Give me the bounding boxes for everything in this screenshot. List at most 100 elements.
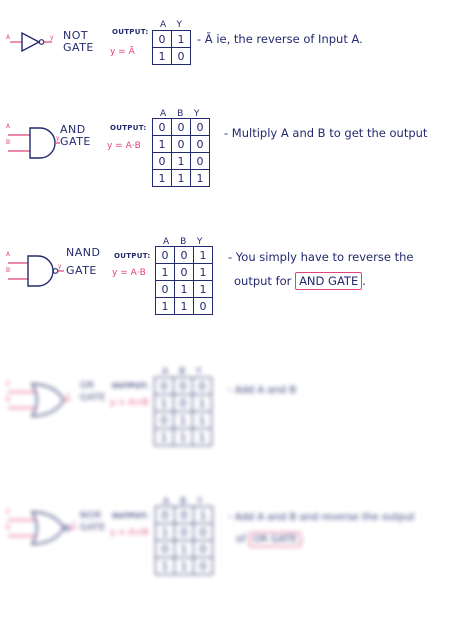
nor-gate-symbol bbox=[8, 511, 76, 545]
description: - Multiply A and B to get the output bbox=[224, 126, 428, 140]
table-cell: 0 bbox=[152, 152, 172, 170]
table-cell: 1 bbox=[155, 557, 175, 575]
table-cell: 1 bbox=[193, 280, 213, 298]
table-cell: 1 bbox=[171, 30, 191, 48]
table-cell: 0 bbox=[174, 506, 194, 524]
output-y-label: y bbox=[72, 520, 76, 527]
table-cell: 0 bbox=[190, 118, 210, 136]
input-b-label: B bbox=[6, 139, 11, 146]
gate-name-line2: GATE bbox=[80, 523, 106, 533]
output-label: OUTPUT: bbox=[114, 252, 151, 260]
output-formula: y = A+B bbox=[110, 398, 149, 408]
table-cell: 1 bbox=[155, 297, 175, 315]
table-cell: 0 bbox=[173, 377, 193, 395]
table-cell: 0 bbox=[193, 540, 213, 558]
description-line1: - Add A and B and reverse the output bbox=[228, 512, 415, 523]
table-cell: 0 bbox=[155, 506, 175, 524]
truth-table-header: ABY bbox=[162, 367, 213, 377]
table-cell: 1 bbox=[174, 540, 194, 558]
and-gate-symbol bbox=[8, 127, 60, 159]
output-formula: y = A·B bbox=[112, 268, 146, 278]
truth-table-header: ABY bbox=[163, 497, 214, 507]
table-cell: 1 bbox=[155, 523, 175, 541]
gate-name: NAND GATE bbox=[66, 247, 100, 277]
output-y-label: y bbox=[56, 135, 60, 142]
output-label: OUTPUT: bbox=[112, 382, 149, 390]
input-b-label: B bbox=[6, 524, 11, 531]
gate-name: AND GATE bbox=[60, 124, 91, 148]
truth-table-header: ABY bbox=[160, 109, 211, 119]
output-formula: y = A·B bbox=[107, 141, 141, 151]
table-cell: 1 bbox=[152, 169, 172, 187]
or-gate-symbol bbox=[8, 383, 70, 417]
input-a-label: A bbox=[6, 508, 11, 515]
gate-name-line2: GATE bbox=[60, 135, 91, 148]
table-cell: 1 bbox=[152, 47, 172, 65]
table-cell: 1 bbox=[154, 428, 174, 446]
output-y-label: y bbox=[50, 34, 54, 41]
table-cell: 0 bbox=[171, 118, 191, 136]
table-cell: 1 bbox=[171, 169, 191, 187]
output-formula: y = Ā bbox=[110, 47, 135, 57]
truth-table-header: ABY bbox=[163, 237, 214, 247]
output-label: OUTPUT: bbox=[112, 512, 149, 520]
nand-gate-symbol bbox=[8, 255, 64, 287]
table-cell: 1 bbox=[190, 169, 210, 187]
highlighted-term: OR GATE bbox=[248, 532, 302, 547]
description-text: of bbox=[236, 534, 246, 545]
table-cell: 0 bbox=[174, 263, 194, 281]
output-label: OUTPUT: bbox=[112, 28, 149, 36]
description-end: . bbox=[362, 274, 366, 288]
output-y-label: y bbox=[58, 263, 62, 270]
table-cell: 0 bbox=[190, 135, 210, 153]
gate-name-line2: GATE bbox=[63, 41, 94, 54]
not-gate-symbol bbox=[10, 31, 52, 53]
table-cell: 1 bbox=[154, 394, 174, 412]
description-text: output for bbox=[234, 274, 292, 288]
output-label: OUTPUT: bbox=[110, 124, 147, 132]
description: - Ā ie, the reverse of Input A. bbox=[197, 32, 363, 46]
description-line2: of OR GATE. bbox=[236, 532, 305, 547]
gate-name-line1: NOT bbox=[63, 29, 89, 42]
table-cell: 0 bbox=[190, 152, 210, 170]
highlighted-term: AND GATE bbox=[295, 272, 363, 290]
table-cell: 0 bbox=[171, 47, 191, 65]
table-cell: 0 bbox=[171, 135, 191, 153]
table-cell: 0 bbox=[173, 394, 193, 412]
table-cell: 1 bbox=[174, 297, 194, 315]
gate-name-line1: NAND bbox=[66, 246, 101, 259]
table-cell: 1 bbox=[174, 557, 194, 575]
description-end: . bbox=[301, 534, 305, 545]
input-a-label: A bbox=[6, 123, 11, 130]
input-b-label: B bbox=[6, 396, 11, 403]
input-a-label: A bbox=[6, 34, 11, 41]
table-cell: 0 bbox=[154, 377, 174, 395]
gate-name-line2: GATE bbox=[66, 264, 97, 277]
gate-name-line1: AND bbox=[60, 123, 86, 136]
table-cell: 1 bbox=[173, 428, 193, 446]
output-formula: y = A+B bbox=[110, 528, 149, 538]
table-cell: 1 bbox=[193, 506, 213, 524]
table-cell: 0 bbox=[174, 246, 194, 264]
truth-table-header: AY bbox=[160, 20, 193, 30]
gate-name: NOR GATE bbox=[80, 510, 106, 534]
description-line1: - You simply have to reverse the bbox=[228, 250, 414, 264]
